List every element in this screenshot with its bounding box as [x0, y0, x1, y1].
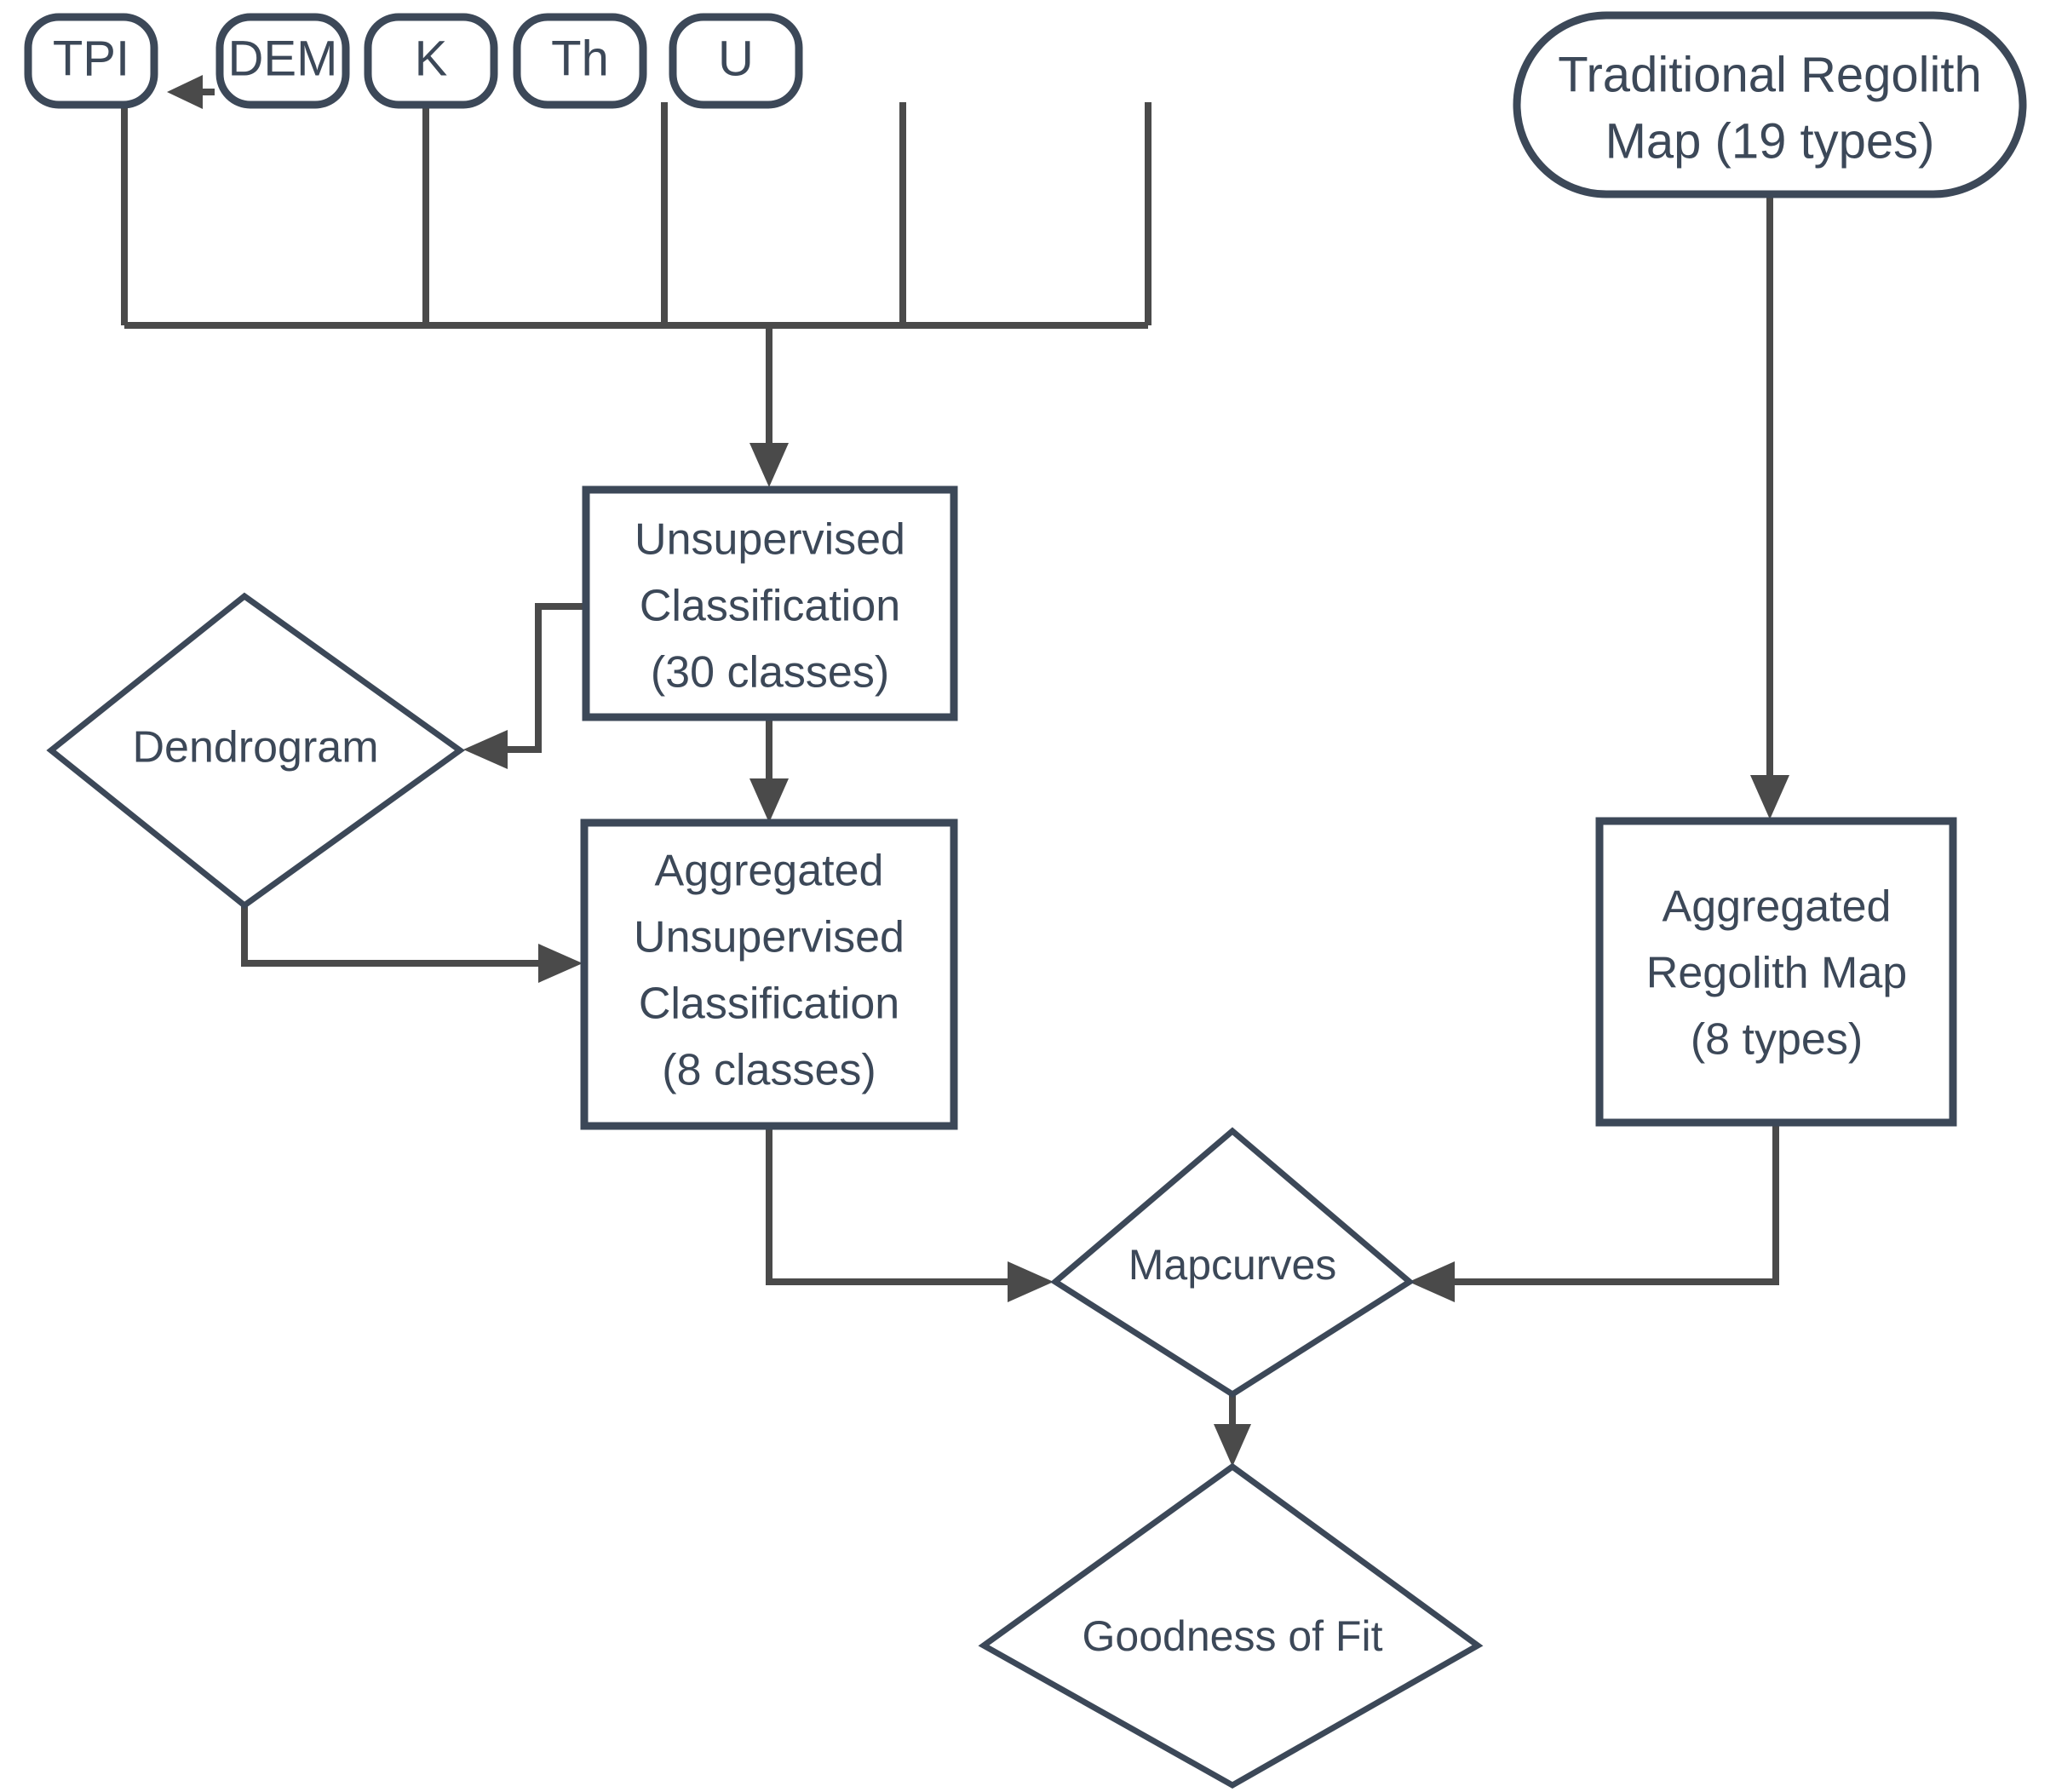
node-dendrogram[interactable]: Dendrogram: [46, 592, 466, 910]
node-aggregated-regolith-map-label-line1: Aggregated: [1663, 882, 1892, 932]
node-tpi[interactable]: TPI: [24, 13, 158, 109]
node-traditional-regolith-map[interactable]: Traditional Regolith Map (19 types): [1513, 11, 2027, 198]
node-dem-label: DEM: [228, 31, 338, 86]
node-th[interactable]: Th: [513, 13, 647, 109]
node-aggregated-regolith-map-label-line2: Regolith Map: [1646, 949, 1907, 998]
node-dendrogram-label: Dendrogram: [132, 723, 378, 773]
edge-unsupervised-to-aggregated: [749, 715, 789, 823]
node-th-label: Th: [551, 31, 609, 86]
node-aggregated-regolith-map[interactable]: Aggregated Regolith Map (8 types): [1595, 817, 1957, 1127]
edge-traditional-to-aggregated-regolith: [1750, 194, 1789, 819]
node-traditional-regolith-map-label-line2: Map (19 types): [1605, 113, 1935, 169]
edge-aggregated-unsup-to-mapcurves: [766, 1126, 1054, 1302]
edge-aggregated-regolith-to-mapcurves: [1409, 1123, 1779, 1302]
node-k-label: K: [415, 31, 448, 86]
edge-inputs-bus-to-unsupervised: [121, 102, 1151, 487]
node-mapcurves[interactable]: Mapcurves: [1050, 1127, 1415, 1399]
node-aggregated-unsupervised-classification-label-line3: Classification: [639, 979, 899, 1029]
node-aggregated-unsupervised-classification-label-line2: Unsupervised: [634, 913, 905, 962]
node-aggregated-regolith-map-label-line3: (8 types): [1691, 1015, 1863, 1065]
node-unsupervised-classification-label-line2: Classification: [640, 582, 900, 631]
node-u[interactable]: U: [669, 13, 803, 109]
node-u-label: U: [718, 31, 754, 86]
node-aggregated-unsupervised-classification-label-line4: (8 classes): [662, 1046, 876, 1095]
node-goodness-of-fit-label: Goodness of Fit: [1083, 1612, 1383, 1660]
edge-unsupervised-to-dendrogram: [463, 603, 586, 769]
edge-dem-to-tpi: [167, 75, 215, 109]
node-unsupervised-classification[interactable]: Unsupervised Classification (30 classes): [582, 485, 958, 721]
edge-dendrogram-to-aggregated: [241, 905, 583, 983]
node-unsupervised-classification-label-line3: (30 classes): [651, 648, 889, 698]
node-tpi-label: TPI: [53, 31, 129, 86]
node-aggregated-unsupervised-classification[interactable]: Aggregated Unsupervised Classification (…: [580, 818, 958, 1130]
node-k[interactable]: K: [364, 13, 498, 109]
node-mapcurves-label: Mapcurves: [1129, 1241, 1337, 1289]
node-unsupervised-classification-label-line1: Unsupervised: [635, 515, 905, 565]
node-aggregated-unsupervised-classification-label-line1: Aggregated: [655, 847, 884, 896]
node-dem[interactable]: DEM: [215, 13, 350, 109]
node-traditional-regolith-map-label-line1: Traditional Regolith: [1558, 47, 1982, 102]
node-goodness-of-fit[interactable]: Goodness of Fit: [978, 1462, 1484, 1789]
